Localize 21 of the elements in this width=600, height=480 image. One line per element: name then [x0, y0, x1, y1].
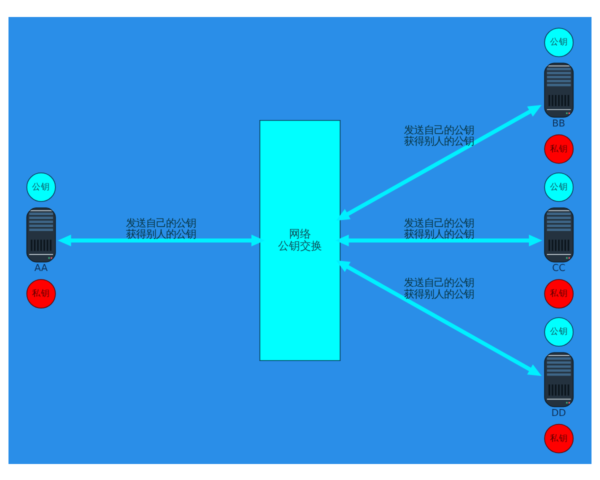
edge-label: 发送自己的公钥获得别人的公钥 — [404, 124, 474, 148]
node-label: AA — [34, 262, 48, 274]
node-circle: 私钥 — [544, 134, 574, 164]
arrow — [336, 104, 542, 220]
node-label: DD — [551, 407, 566, 418]
edge-label: 发送自己的公钥获得别人的公钥 — [404, 276, 474, 300]
arrow — [336, 260, 542, 376]
node-circle: 公钥 — [544, 27, 574, 57]
node-circle: 公钥 — [544, 172, 574, 202]
node-label: BB — [552, 118, 566, 129]
edge-label: 发送自己的公钥获得别人的公钥 — [126, 217, 196, 240]
edge-label: 发送自己的公钥获得别人的公钥 — [404, 217, 474, 240]
node-circle: 公钥 — [544, 316, 574, 346]
node-circle: 私钥 — [544, 278, 574, 308]
arrow — [58, 234, 265, 246]
arrow — [335, 234, 542, 246]
node-circle: 私钥 — [544, 423, 574, 453]
node-box: 网络 公钥交换 — [259, 120, 341, 360]
node-label: CC — [552, 262, 566, 274]
node-circle: 私钥 — [26, 278, 56, 308]
node-circle: 公钥 — [26, 172, 56, 202]
